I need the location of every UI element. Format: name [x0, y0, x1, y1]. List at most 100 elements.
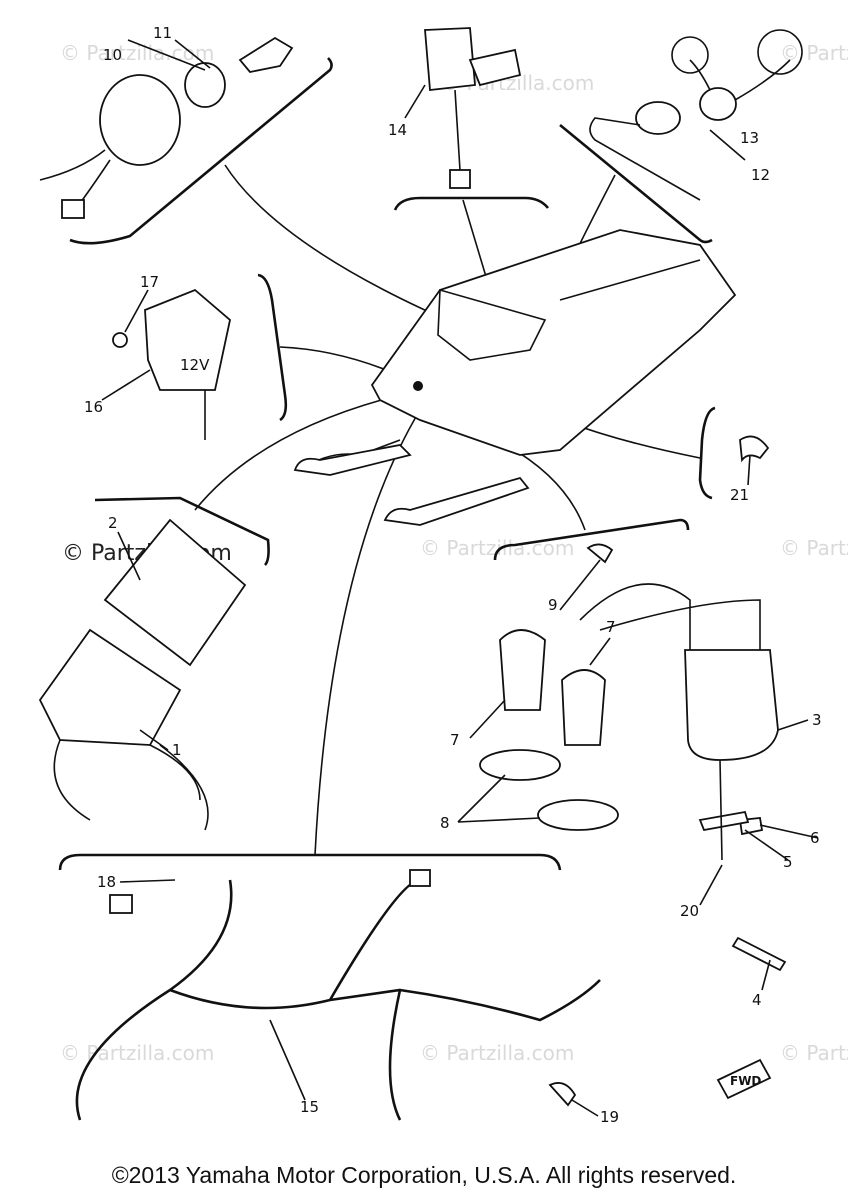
callout-16: 16 — [84, 398, 103, 416]
kill-switch-cap — [699, 87, 737, 121]
callout-7a: 7 — [450, 731, 460, 749]
boot-8b — [537, 799, 619, 831]
callout-4: 4 — [752, 991, 762, 1009]
leader-tick — [571, 1099, 599, 1117]
cdi-cover-2 — [103, 518, 247, 667]
leader-tick — [269, 1019, 306, 1101]
relay-body — [424, 27, 476, 91]
leader-tick — [174, 39, 211, 69]
relay-wire — [454, 89, 461, 171]
snowmobile-body — [370, 229, 737, 456]
callout-14: 14 — [388, 121, 407, 139]
callout-17: 17 — [140, 273, 159, 291]
leader-tick — [747, 454, 751, 486]
clamp-21 — [739, 435, 770, 463]
watermark: © Partzilla.com — [420, 1041, 574, 1065]
leader-tick — [709, 129, 746, 161]
callout-leaders — [101, 39, 819, 1117]
relay-bracket — [468, 48, 522, 87]
leader-tick — [101, 369, 151, 401]
plug-cap-7a — [499, 629, 546, 711]
watermark: © Partzilla.com — [780, 536, 848, 560]
plug-cap-7b — [561, 669, 606, 746]
kill-switch-wire — [589, 117, 701, 201]
leader-tick — [457, 774, 541, 823]
harness-connector — [409, 869, 431, 887]
cdi-wires — [53, 739, 209, 831]
leader-tick — [469, 699, 506, 739]
coil-leads — [579, 583, 761, 650]
leader-tick — [117, 531, 141, 581]
ignition-coil — [479, 543, 787, 972]
group-brackets — [58, 57, 716, 871]
leader-tick — [761, 959, 771, 991]
leader-tick — [777, 719, 809, 731]
callout-10: 10 — [103, 46, 122, 64]
leader-2 — [194, 394, 401, 511]
leader-tick — [404, 84, 426, 119]
clamp-19 — [548, 1082, 577, 1107]
leader-tick — [127, 39, 206, 71]
seat-line — [559, 259, 701, 301]
kill-switch — [589, 29, 803, 201]
boot-8a — [479, 749, 561, 781]
kill-cord-loop — [757, 29, 803, 75]
leader-tick — [589, 637, 611, 666]
callouts: 1 2 3 4 5 6 7 7 8 9 10 11 12 13 14 15 16… — [84, 24, 822, 1126]
regulator-label: 12V — [180, 356, 210, 374]
bolt-5 — [698, 810, 750, 832]
ski-left — [293, 444, 412, 476]
leader-tick — [759, 824, 819, 839]
regulator-nut — [112, 332, 128, 348]
callout-9: 9 — [548, 596, 558, 614]
ground-wire-20 — [719, 759, 723, 861]
callout-8: 8 — [440, 814, 450, 832]
watermark: © Partzilla.com — [780, 1041, 848, 1065]
leader-tick — [119, 879, 176, 883]
callout-13: 13 — [740, 129, 759, 147]
kill-cord-loop — [671, 36, 709, 74]
fwd-label: FWD — [730, 1074, 761, 1088]
bracket-left-mid — [257, 273, 288, 422]
mount-point — [413, 381, 423, 391]
regulator-16: 12V — [112, 288, 231, 440]
leader-tick — [559, 559, 601, 611]
bracket-top-center — [393, 196, 550, 211]
harness-main — [75, 878, 601, 1121]
relay-connector — [449, 169, 471, 189]
callout-19: 19 — [600, 1108, 619, 1126]
callout-20: 20 — [680, 902, 699, 920]
watermark: © Partzilla.com — [780, 41, 848, 65]
callout-11: 11 — [153, 24, 172, 42]
bracket-4 — [731, 936, 787, 972]
callout-18: 18 — [97, 873, 116, 891]
leader-15 — [314, 409, 421, 856]
leader-tick — [699, 864, 723, 906]
ski-right — [383, 476, 530, 526]
main-switch — [39, 36, 294, 219]
kill-switch-body — [635, 101, 681, 135]
callout-15: 15 — [300, 1098, 319, 1116]
regulator-body — [144, 288, 231, 391]
leader-10 — [224, 164, 471, 331]
bracket-top-right — [559, 123, 713, 244]
watermarks: © Partzilla.com © Partzilla.com © Partzi… — [60, 41, 848, 1065]
relay-14 — [424, 27, 522, 189]
bracket-coil — [493, 518, 690, 561]
callout-7b: 7 — [606, 618, 616, 636]
leader-tick — [744, 829, 789, 861]
bracket-harness — [58, 853, 562, 871]
callout-5: 5 — [783, 853, 793, 871]
switch-key — [238, 36, 294, 73]
callout-12: 12 — [751, 166, 770, 184]
snowmobile — [293, 229, 737, 526]
copyright-text: ©2013 Yamaha Motor Corporation, U.S.A. A… — [111, 1162, 737, 1188]
callout-1: 1 — [172, 741, 182, 759]
callout-21: 21 — [730, 486, 749, 504]
harness-connector — [109, 894, 133, 914]
callout-3: 3 — [812, 711, 822, 729]
wire-harness-15 — [75, 869, 601, 1121]
bracket-top-left — [69, 57, 333, 245]
fwd-arrow-shape — [716, 1058, 772, 1100]
bracket-right-mid — [698, 406, 716, 500]
